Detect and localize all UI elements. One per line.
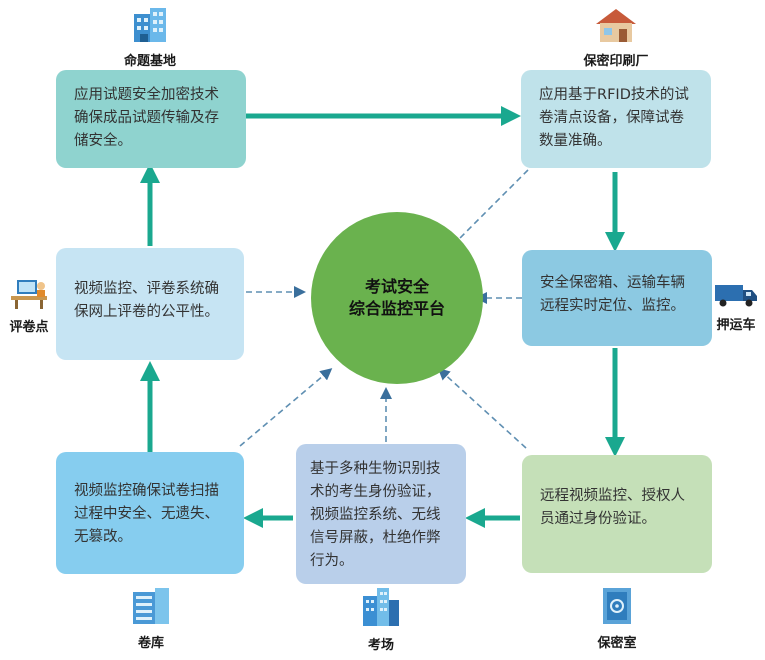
paper-store-label: 卷库 (137, 636, 164, 651)
transport-label: 押运车 (716, 318, 756, 333)
dashed-print-to-center (449, 169, 529, 249)
dashed-secure-to-center (437, 367, 527, 449)
grading-point-text: 视频监控、评卷系统确保网上评卷的公平性。 (74, 281, 219, 320)
paper-store-text: 视频监控确保试卷扫描过程中安全、无遗失、无篡改。 (74, 483, 219, 545)
exam-base-box: 应用试题安全加密技术确保成品试题传输及存储安全。 (56, 70, 246, 168)
safe-building-icon (603, 588, 631, 624)
truck-icon (715, 285, 757, 307)
paper-store-box: 视频监控确保试卷扫描过程中安全、无遗失、无篡改。 (56, 452, 244, 574)
hub-title-line1: 考试安全 (364, 277, 429, 296)
exam-site-label: 考场 (367, 638, 394, 653)
transport-location: 押运车 (710, 282, 762, 333)
archive-warehouse-icon (133, 588, 169, 624)
print-factory-location: 保密印刷厂 (574, 6, 658, 69)
exam-base-label: 命题基地 (123, 54, 176, 69)
exam-base-text: 应用试题安全加密技术确保成品试题传输及存储安全。 (74, 87, 219, 149)
print-factory-box: 应用基于RFID技术的试卷清点设备，保障试卷数量准确。 (521, 70, 711, 168)
exam-site-box: 基于多种生物识别技术的考生身份验证，视频监控系统、无线信号屏蔽，杜绝作弊行为。 (296, 444, 466, 584)
exam-site-building-icon (363, 588, 399, 626)
monitoring-platform-hub: 考试安全 综合监控平台 (311, 212, 483, 384)
print-factory-label: 保密印刷厂 (583, 54, 649, 69)
factory-house-icon (596, 9, 636, 42)
transport-text: 安全保密箱、运输车辆远程实时定位、监控。 (540, 275, 685, 314)
print-factory-text: 应用基于RFID技术的试卷清点设备，保障试卷数量准确。 (539, 87, 689, 149)
exam-site-location: 考场 (346, 586, 416, 653)
paper-store-location: 卷库 (116, 586, 186, 651)
grading-point-box: 视频监控、评卷系统确保网上评卷的公平性。 (56, 248, 244, 360)
hub-title-line2: 综合监控平台 (348, 299, 445, 318)
secure-room-location: 保密室 (582, 586, 652, 651)
grading-point-label: 评卷点 (9, 320, 49, 335)
secure-room-label: 保密室 (597, 636, 637, 651)
office-building-icon (134, 8, 166, 42)
secure-room-text: 远程视频监控、授权人员通过身份验证。 (540, 488, 685, 527)
grading-desk-icon (11, 280, 47, 309)
exam-base-location: 命题基地 (110, 6, 190, 69)
grading-point-location: 评卷点 (2, 276, 56, 335)
dashed-store-to-center (239, 368, 333, 447)
exam-site-text: 基于多种生物识别技术的考生身份验证，视频监控系统、无线信号屏蔽，杜绝作弊行为。 (310, 461, 441, 569)
transport-box: 安全保密箱、运输车辆远程实时定位、监控。 (522, 250, 712, 346)
secure-room-box: 远程视频监控、授权人员通过身份验证。 (522, 455, 712, 573)
